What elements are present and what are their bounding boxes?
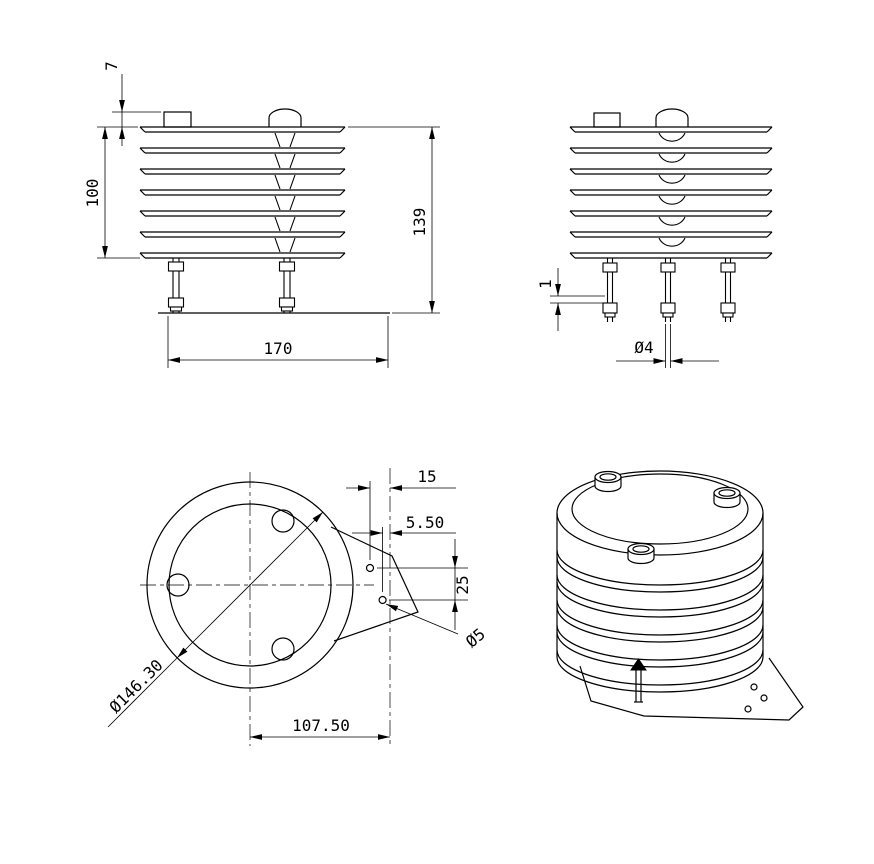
iso-bracket-hole-1 — [744, 705, 752, 713]
iso-bracket-hole-2 — [760, 694, 768, 702]
dim-cap-height: 7 — [102, 61, 121, 71]
side-center-cap — [655, 108, 689, 127]
iso-cap-3 — [627, 542, 655, 565]
flange-outer-circle — [146, 481, 354, 689]
iso-cap-1 — [594, 470, 622, 493]
front-view: 7 100 139 170 — [83, 61, 440, 368]
dim-mounting-width: 170 — [264, 339, 293, 358]
iso-center-bolt — [630, 658, 647, 703]
bracket-hole-b — [378, 595, 387, 605]
dim-bracket-hole-distance: 107.50 — [292, 716, 350, 735]
mount-hole-top — [271, 509, 295, 533]
mount-hole-bottom — [271, 637, 295, 661]
iso-top-plate-outer — [556, 470, 764, 556]
dim-bolt-diameter: Ø4 — [634, 338, 653, 357]
front-plate-stack — [139, 126, 346, 259]
shield-inner-circle — [168, 503, 332, 667]
dim-bracket-hole-diameter: Ø5 — [462, 624, 489, 651]
side-legs — [602, 257, 736, 323]
bracket-outline — [330, 526, 419, 642]
iso-louver-stack — [556, 513, 764, 693]
dim-louver-stack-height: 100 — [83, 179, 102, 208]
front-left-cap — [163, 111, 192, 128]
iso-top-plate-inner — [571, 473, 749, 545]
dim-hole-a-offset: 15 — [417, 467, 436, 486]
iso-bracket-hole-3 — [750, 683, 758, 691]
front-legs — [167, 257, 296, 314]
dim-shield-diameter: Ø146.30 — [106, 656, 167, 717]
bottom-view: 15 5.50 25 Ø146.30 Ø5 107.50 — [106, 467, 489, 746]
isometric-view — [556, 470, 804, 721]
side-plate-stack — [569, 126, 773, 259]
iso-cap-2 — [713, 486, 741, 509]
dim-hole-vertical-spacing: 25 — [453, 575, 472, 594]
iso-bracket — [579, 657, 804, 721]
dim-hole-b-offset: 5.50 — [406, 513, 445, 532]
bracket-hole-a — [365, 563, 375, 573]
dim-washer-thickness: 1 — [536, 279, 555, 289]
dim-overall-height: 139 — [410, 208, 429, 237]
front-right-cap — [268, 108, 302, 127]
side-view: 1 Ø4 — [536, 108, 773, 368]
side-left-cap — [593, 112, 621, 128]
